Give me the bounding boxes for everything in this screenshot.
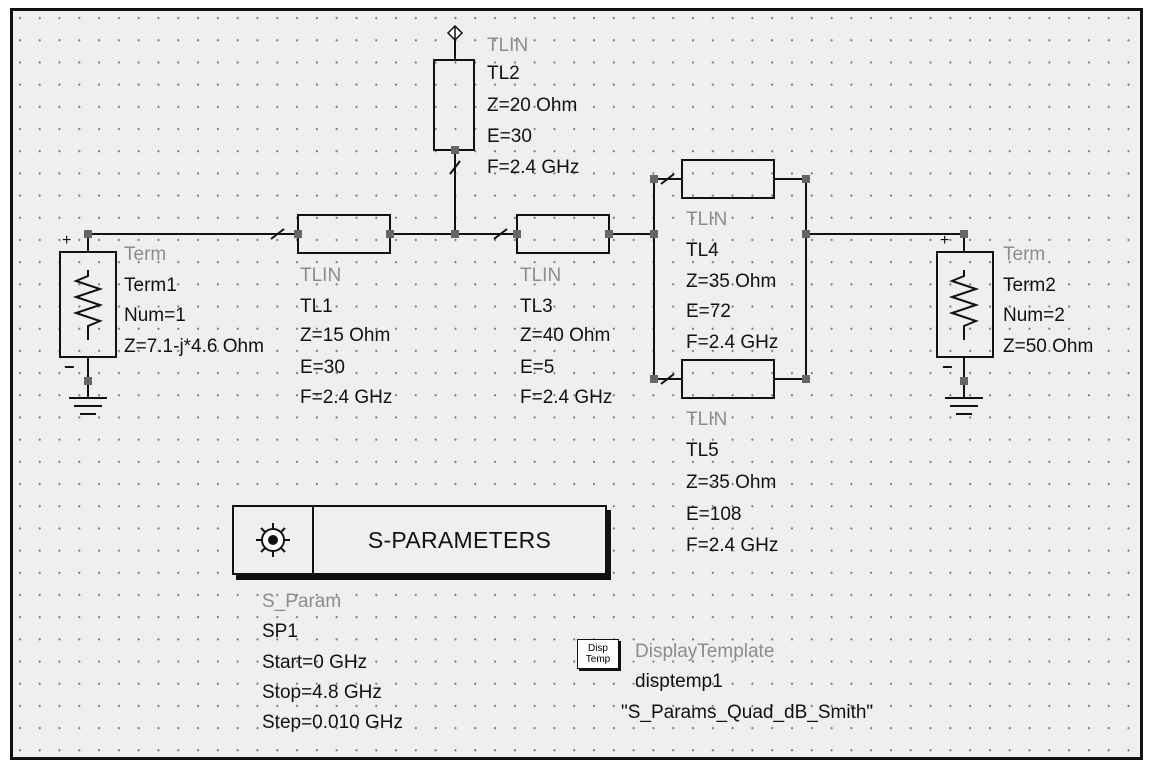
param-z: Z=20 Ohm xyxy=(487,95,578,116)
slash-tl4 xyxy=(660,173,675,185)
node xyxy=(451,146,459,154)
component-name: TL4 xyxy=(686,240,719,261)
component-name: Term1 xyxy=(124,275,177,296)
sparam-title: S-PARAMETERS xyxy=(367,526,552,553)
term2-minus-marker: − xyxy=(942,357,953,377)
slash-tl3 xyxy=(493,228,508,240)
param-f: F=2.4 GHz xyxy=(686,535,779,556)
term2-plus-marker: + xyxy=(940,232,950,249)
node xyxy=(650,175,658,183)
component-name: TL5 xyxy=(686,440,719,461)
node xyxy=(650,375,658,383)
node xyxy=(802,175,810,183)
param-value: "S_Params_Quad_dB_Smith" xyxy=(621,702,874,723)
display-template-icon[interactable]: Disp Temp xyxy=(577,639,619,669)
node xyxy=(650,230,658,238)
node xyxy=(513,230,521,238)
node xyxy=(386,230,394,238)
component-type: S_Param xyxy=(262,591,342,612)
node xyxy=(960,377,968,385)
param-f: F=2.4 GHz xyxy=(520,387,613,408)
gear-icon xyxy=(256,523,290,557)
component-name: Term2 xyxy=(1003,275,1056,296)
ground-icon xyxy=(945,397,983,415)
param-e: E=5 xyxy=(520,357,555,378)
node xyxy=(294,230,302,238)
component-type: TLIN xyxy=(686,209,728,230)
open-end-icon xyxy=(446,24,464,42)
node xyxy=(802,230,810,238)
component-type: TLIN xyxy=(300,265,342,286)
node xyxy=(84,377,92,385)
param-num: Num=1 xyxy=(124,305,186,326)
term1-minus-marker: − xyxy=(64,357,75,377)
param-f: F=2.4 GHz xyxy=(686,332,779,353)
param-z: Z=50 Ohm xyxy=(1003,336,1094,357)
component-type: TLIN xyxy=(487,35,529,56)
param-f: F=2.4 GHz xyxy=(487,157,580,178)
param-z: Z=15 Ohm xyxy=(300,325,391,346)
tlin-box-tl2 xyxy=(433,59,475,151)
tlin-box-tl5 xyxy=(681,359,775,399)
param-z: Z=7.1-j*4.6 Ohm xyxy=(124,336,264,357)
icon-line: Disp xyxy=(587,643,608,654)
param-e: E=30 xyxy=(300,357,345,378)
slash-tl2 xyxy=(449,160,461,175)
param-e: E=108 xyxy=(686,504,742,525)
param-e: E=30 xyxy=(487,126,532,147)
component-type: Term xyxy=(124,244,167,265)
param-num: Num=2 xyxy=(1003,305,1065,326)
icon-line: Temp xyxy=(585,654,611,665)
component-name: TL3 xyxy=(520,296,553,317)
component-type: TLIN xyxy=(520,265,562,286)
component-name: TL1 xyxy=(300,296,333,317)
node xyxy=(84,230,92,238)
term2-symbol xyxy=(936,251,994,358)
slash-tl5 xyxy=(660,373,675,385)
node xyxy=(451,230,459,238)
node xyxy=(605,230,613,238)
term1-symbol xyxy=(59,251,117,358)
sparam-icon-cell xyxy=(234,507,314,573)
tlin-box-tl4 xyxy=(681,159,775,199)
ground-icon xyxy=(69,397,107,415)
slash-tl1 xyxy=(270,228,285,240)
term1-plus-marker: + xyxy=(62,232,72,249)
component-type: DisplayTemplate xyxy=(635,641,775,662)
param-z: Z=35 Ohm xyxy=(686,472,777,493)
param-z: Z=40 Ohm xyxy=(520,325,611,346)
tlin-box-tl3 xyxy=(516,214,610,254)
tlin-box-tl1 xyxy=(297,214,391,254)
node xyxy=(802,375,810,383)
component-name: TL2 xyxy=(487,63,520,84)
param-z: Z=35 Ohm xyxy=(686,271,777,292)
param-stop: Stop=4.8 GHz xyxy=(262,682,382,703)
s-parameters-controller[interactable]: S-PARAMETERS xyxy=(232,505,607,575)
component-name: SP1 xyxy=(262,621,298,642)
param-start: Start=0 GHz xyxy=(262,652,368,673)
schematic-canvas[interactable] xyxy=(10,8,1143,760)
node xyxy=(960,230,968,238)
component-type: TLIN xyxy=(686,409,728,430)
param-e: E=72 xyxy=(686,301,731,322)
component-name: disptemp1 xyxy=(635,671,723,692)
param-f: F=2.4 GHz xyxy=(300,387,393,408)
param-step: Step=0.010 GHz xyxy=(262,712,404,733)
component-type: Term xyxy=(1003,244,1046,265)
